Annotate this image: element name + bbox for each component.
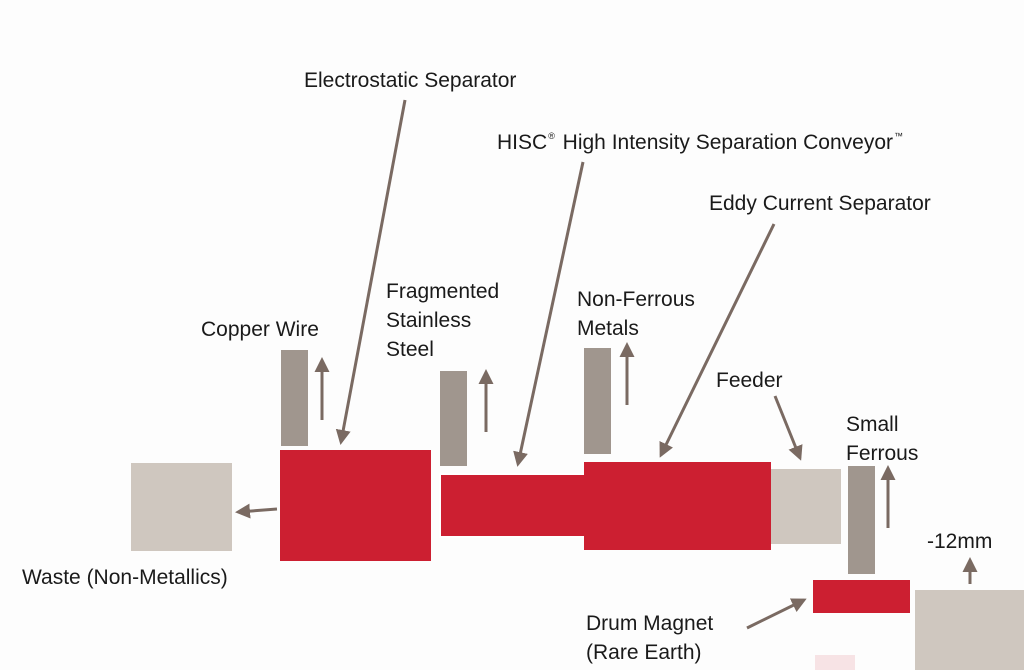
small-ferrous-line-1: Small (846, 413, 899, 436)
electrostatic-separator-block (280, 450, 431, 561)
fragmented-line-3: Steel (386, 338, 434, 361)
non-ferrous-line-1: Non-Ferrous (577, 288, 695, 311)
waste-bin (131, 463, 232, 551)
drum-magnet-line-2: (Rare Earth) (586, 641, 702, 664)
hisc-conveyor-block (439, 473, 592, 538)
fragmented-line-2: Stainless (386, 309, 472, 332)
hisc-label: HISC® High Intensity Separation Conveyor… (497, 122, 905, 157)
small-ferrous-bin (848, 466, 875, 574)
drum-pointer-arrow (746, 598, 807, 630)
fragmented-stainless-steel-label: Fragmented Stainless Steel (386, 277, 499, 364)
drum-magnet-label: Drum Magnet (Rare Earth) (586, 609, 713, 667)
non-ferrous-line-2: Metals (577, 317, 639, 340)
waste-label: Waste (Non-Metallics) (22, 566, 228, 589)
electrostatic-separator-label: Electrostatic Separator (304, 69, 517, 92)
hisc-registered-mark: ® (548, 131, 555, 141)
electrostatic-pointer-arrow (335, 99, 407, 445)
non-ferrous-metals-label: Non-Ferrous Metals (577, 285, 695, 343)
stainless-steel-bin (440, 371, 467, 466)
non-ferrous-metals-bin (584, 348, 611, 454)
drum-magnet-line-1: Drum Magnet (586, 612, 714, 635)
minus-12mm-label: -12mm (927, 530, 993, 553)
eddy-current-separator-block (584, 462, 771, 550)
small-ferrous-label: Small Ferrous (846, 410, 918, 468)
hisc-pointer-arrow (513, 161, 585, 467)
small-ferrous-line-2: Ferrous (846, 442, 919, 465)
hisc-name: HISC (497, 131, 548, 154)
copper-wire-bin (281, 350, 308, 446)
eddy-pointer-arrow (659, 223, 776, 458)
hisc-description: High Intensity Separation Conveyor (562, 131, 894, 154)
feeder-pointer-arrow (773, 395, 803, 461)
minus-12mm-bin (915, 590, 1024, 670)
waste-left-arrow (235, 503, 278, 519)
hisc-trademark: ™ (894, 131, 904, 141)
decorative-red-mark (815, 655, 855, 670)
drum-magnet-block (813, 580, 910, 613)
fragmented-line-1: Fragmented (386, 280, 500, 303)
copper-wire-label: Copper Wire (201, 318, 319, 341)
feeder-label: Feeder (716, 369, 783, 392)
eddy-current-separator-label: Eddy Current Separator (709, 192, 931, 215)
